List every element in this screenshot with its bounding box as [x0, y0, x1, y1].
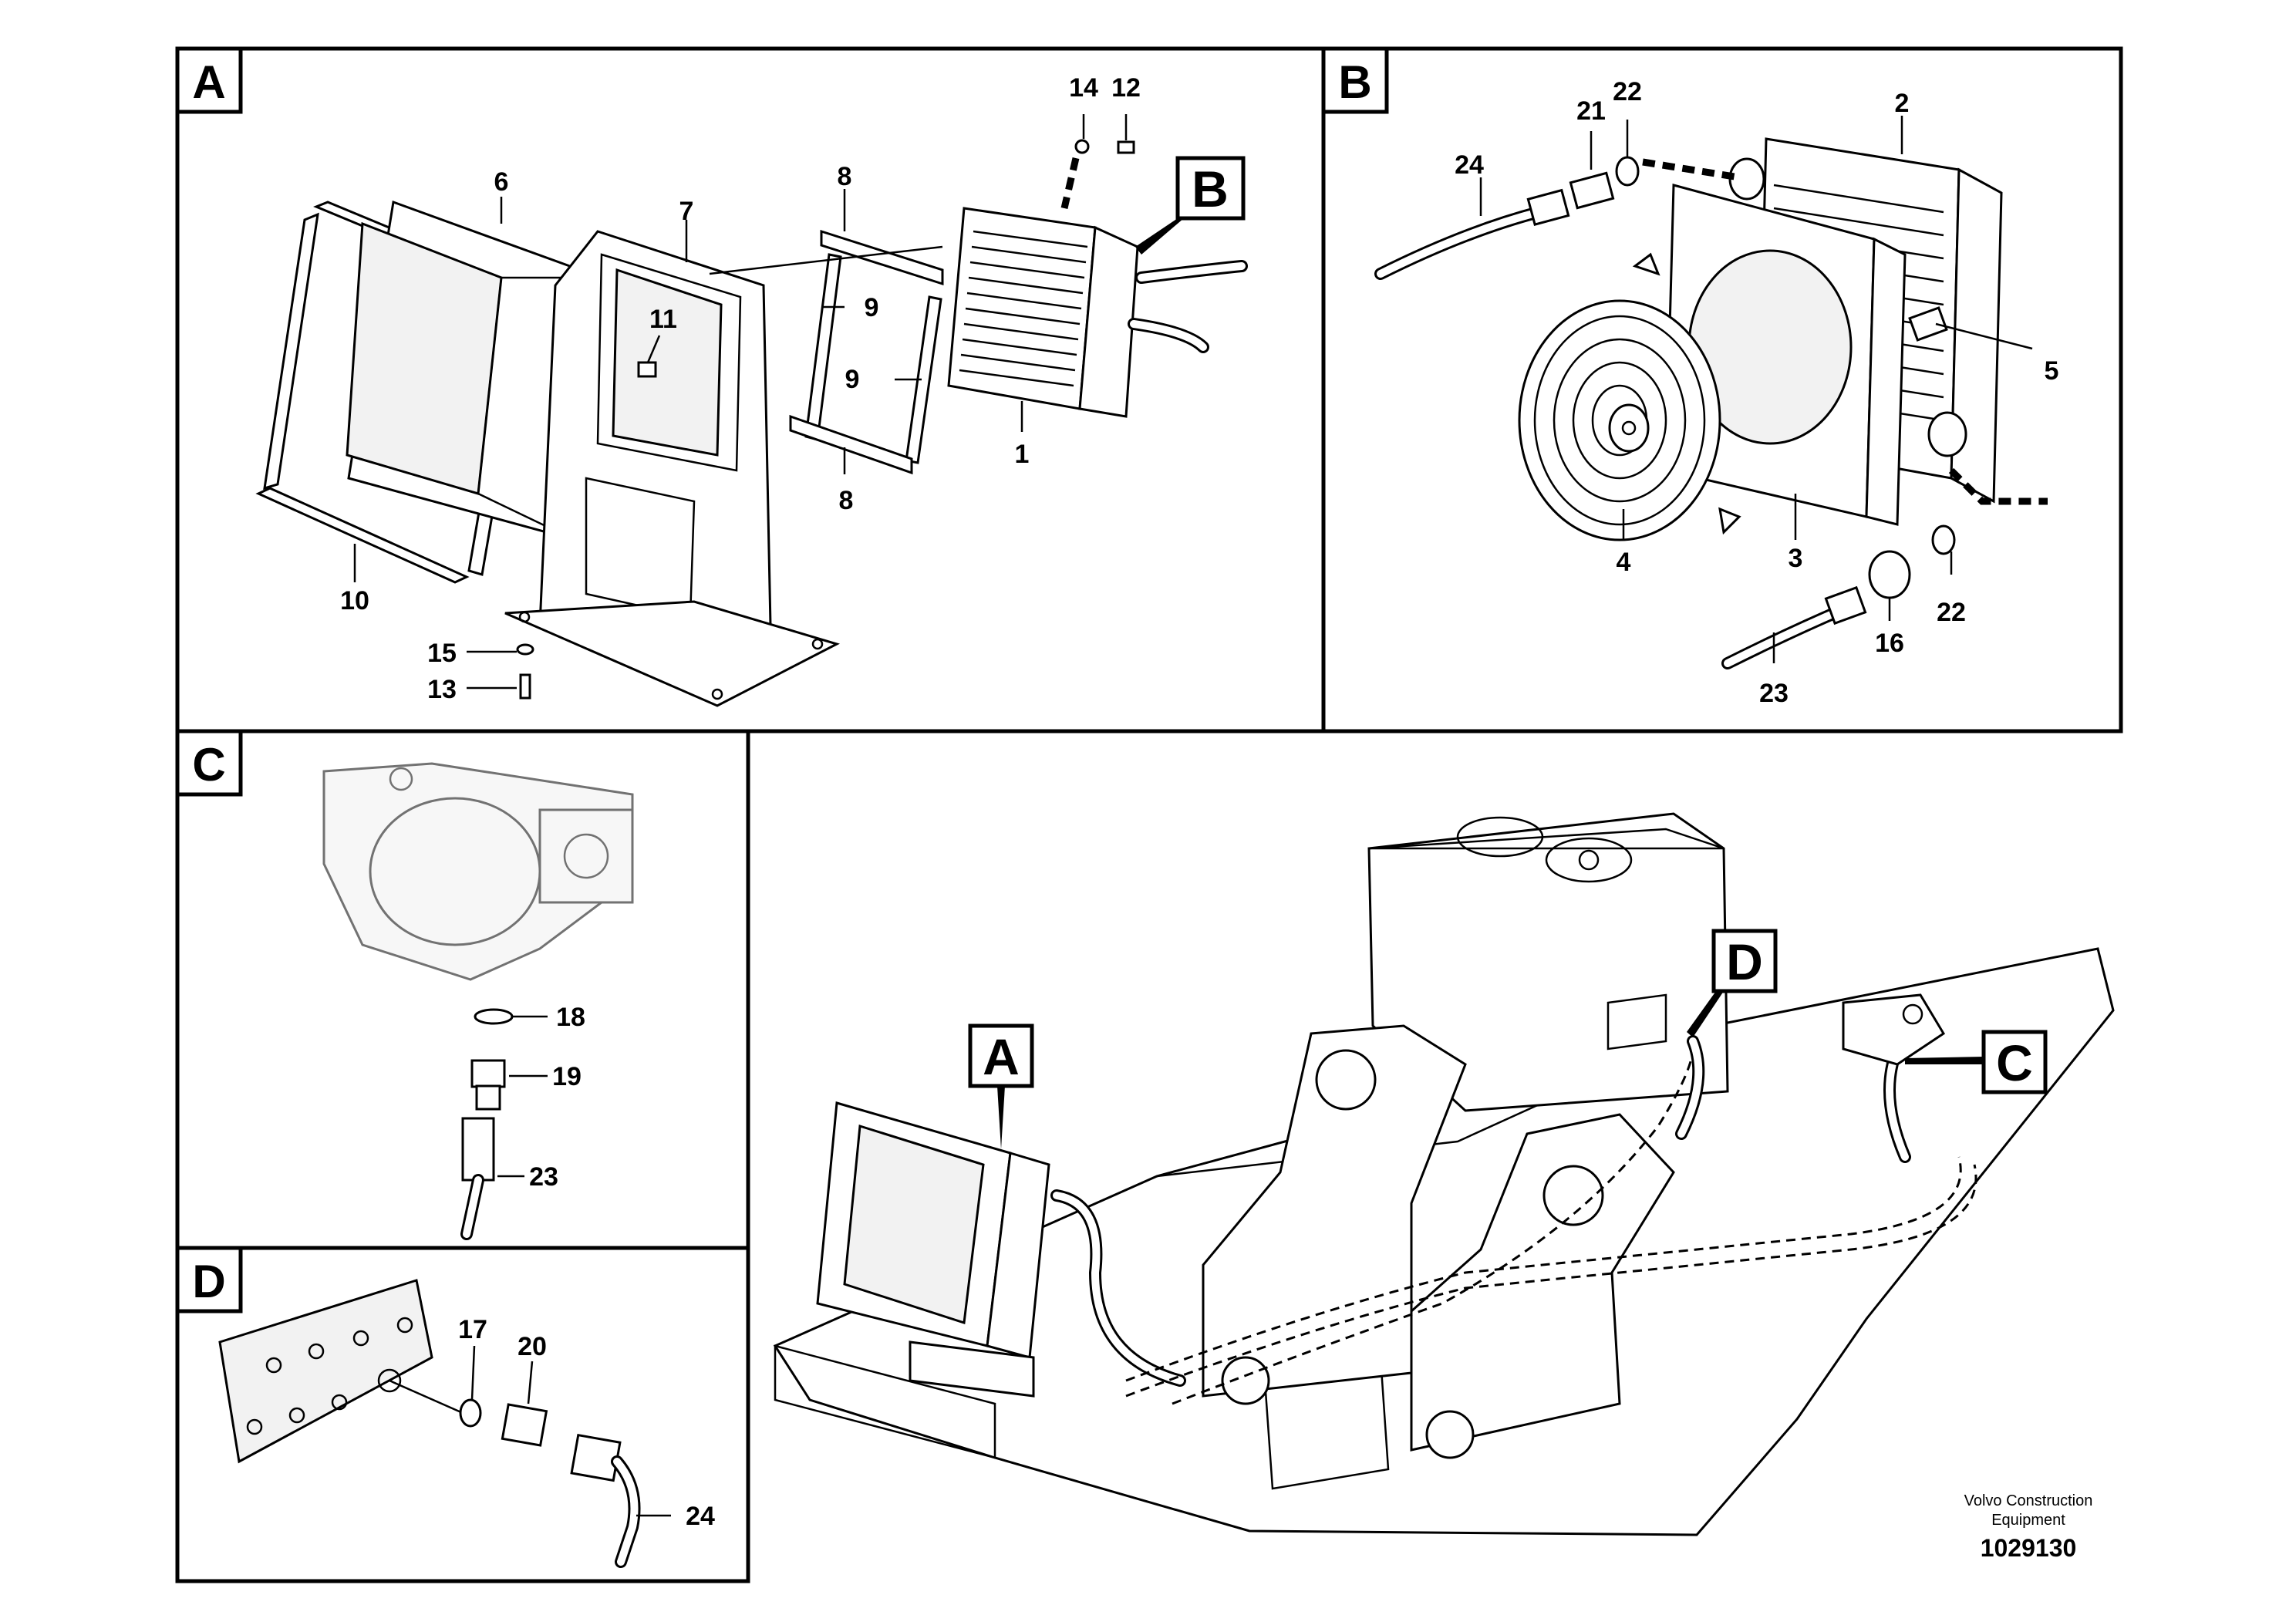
callout-22-top: 22: [1613, 77, 1642, 106]
detail-tag-b: B: [1135, 156, 1246, 255]
panel-b-frame: [1321, 46, 2123, 733]
callout-14: 14: [1069, 73, 1098, 103]
callout-7: 7: [679, 197, 694, 226]
callout-8-bottom: 8: [839, 486, 854, 515]
panel-b-label: B: [1321, 46, 1389, 114]
svg-text:D: D: [192, 1256, 225, 1307]
svg-text:D: D: [1726, 933, 1763, 990]
part-17-oring: [459, 1398, 482, 1428]
part-8-bottom-plate: [789, 414, 913, 475]
part-16-adapter: [1868, 550, 1911, 599]
part-10-bottom-strip: [255, 487, 470, 584]
part-24-hose-end: [570, 1433, 641, 1568]
callout-23-c: 23: [529, 1162, 558, 1192]
panel-d-label: D: [175, 1246, 243, 1313]
machine-overview: A D C: [773, 812, 2115, 1536]
hydraulic-tank: [1367, 812, 1729, 1112]
callout-23-b: 23: [1759, 679, 1789, 708]
callout-5: 5: [2045, 356, 2059, 386]
part-9-right-strip: [905, 295, 942, 464]
callout-24-b: 24: [1455, 150, 1484, 180]
part-11-bolt: [637, 361, 657, 378]
bracket-base-plate: [504, 600, 840, 707]
callout-16: 16: [1875, 629, 1904, 658]
panel-d-frame: [175, 1246, 750, 1583]
part-23-hose-end: [460, 1117, 495, 1240]
part-20-adapter: [501, 1403, 548, 1447]
part-22-oring-top: [1615, 156, 1640, 187]
callout-11: 11: [649, 305, 677, 334]
overview-tag-a: A: [968, 1023, 1034, 1149]
panel-c-label: C: [175, 729, 243, 797]
svg-text:C: C: [192, 739, 225, 791]
callout-6: 6: [494, 167, 509, 197]
callout-20: 20: [518, 1332, 547, 1361]
callout-9-left: 9: [865, 293, 879, 322]
part-5-plug: [1908, 306, 1948, 342]
callout-12: 12: [1111, 73, 1141, 103]
callout-21: 21: [1576, 96, 1606, 126]
callout-22-bottom: 22: [1937, 598, 1966, 627]
callout-18: 18: [556, 1003, 585, 1032]
hydraulic-pump: [322, 762, 634, 981]
svg-text:A: A: [192, 56, 225, 108]
callout-24-d: 24: [686, 1502, 715, 1531]
callout-1: 1: [1015, 440, 1030, 469]
part-18-oring: [474, 1008, 514, 1025]
svg-text:C: C: [1996, 1034, 2033, 1091]
panel-b-drawing: 21 22 2 24 5 4 3 22 16 23: [1374, 77, 2059, 708]
part-19-adapter: [470, 1059, 506, 1111]
callout-13: 13: [427, 675, 457, 704]
callout-9-right: 9: [845, 365, 860, 394]
part-4-electric-fan: [1518, 252, 1741, 541]
callout-10: 10: [340, 586, 369, 615]
callout-8-top: 8: [838, 162, 852, 191]
part-10-left-strip: [263, 212, 319, 491]
document-number: 1029130: [1981, 1534, 2077, 1562]
part-22-oring-bottom: [1931, 524, 1956, 555]
callout-2: 2: [1895, 89, 1910, 118]
callout-19: 19: [552, 1062, 582, 1091]
credit-line-1: Volvo Construction: [1964, 1492, 2093, 1509]
overview-tag-d: D: [1687, 929, 1778, 1037]
port-flange-plate: [218, 1279, 433, 1464]
panel-d-drawing: 17 20 24: [218, 1279, 715, 1568]
svg-text:B: B: [1192, 160, 1229, 218]
part-9-left-strip: [804, 253, 842, 441]
part-21-adapter: [1569, 171, 1615, 210]
panel-c-drawing: 18 19 23: [322, 762, 634, 1240]
overview-pump: [1842, 993, 1946, 1066]
svg-text:B: B: [1338, 56, 1371, 108]
part-8-top-plate: [820, 229, 944, 286]
credit-line-2: Equipment: [1991, 1512, 2065, 1529]
callout-3: 3: [1789, 544, 1803, 573]
callout-17: 17: [458, 1315, 487, 1344]
panel-a-drawing: B 14 12 6 7 8 11 9 9 8 1 10 15 13: [255, 73, 1248, 707]
svg-text:A: A: [983, 1028, 1020, 1085]
panel-a-label: A: [175, 46, 243, 114]
callout-15: 15: [427, 639, 457, 668]
callout-4: 4: [1617, 548, 1631, 577]
overview-tag-c: C: [1905, 1030, 2048, 1094]
